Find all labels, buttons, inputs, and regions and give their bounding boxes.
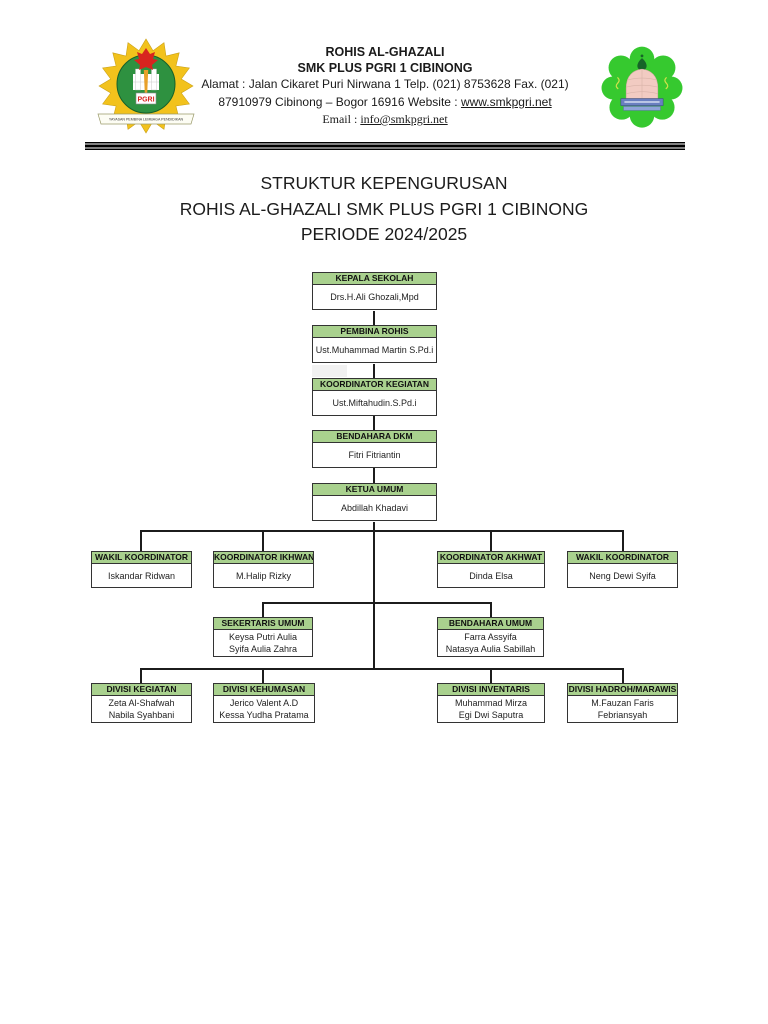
org-box-member: Nabila Syahbani bbox=[108, 710, 175, 720]
pgri-ribbon-text: YAYASAN PEMBINA LEMBAGA PENDIDIKAN bbox=[109, 117, 184, 121]
org-box-member: Jerico Valent A.D bbox=[229, 697, 299, 708]
org-box-title: DIVISI KEGIATAN bbox=[92, 684, 191, 696]
org-box-bendahara-umum: BENDAHARA UMUM Farra Assyifa Natasya Aul… bbox=[437, 617, 544, 657]
org-box-title: PEMBINA ROHIS bbox=[313, 326, 436, 338]
org-box-member: Zeta Al-Shafwah bbox=[108, 697, 175, 708]
org-box-member: Muhammad Mirza bbox=[454, 697, 528, 708]
org-box-divisi-hadroh-marawis: DIVISI HADROH/MARAWIS M.Fauzan Faris Feb… bbox=[567, 683, 678, 723]
connector-line bbox=[490, 603, 492, 618]
connector-line bbox=[140, 669, 142, 684]
org-box-member: Neng Dewi Syifa bbox=[589, 570, 656, 581]
page-title: STRUKTUR KEPENGURUSAN ROHIS AL-GHAZALI S… bbox=[0, 171, 768, 248]
connector-line bbox=[490, 669, 492, 684]
org-box-member: Ust.Muhammad Martin S.Pd.i bbox=[315, 345, 434, 355]
letterhead: ROHIS AL-GHAZALI SMK PLUS PGRI 1 CIBINON… bbox=[184, 44, 586, 128]
org-box-divisi-kehumasan: DIVISI KEHUMASAN Jerico Valent A.D Kessa… bbox=[213, 683, 315, 723]
org-box-member: Kessa Yudha Pratama bbox=[219, 710, 309, 720]
connector-line bbox=[373, 364, 375, 379]
pgri-monogram: PGRI bbox=[137, 97, 154, 104]
title-line-1: STRUKTUR KEPENGURUSAN bbox=[260, 173, 508, 193]
org-box-wakil-koordinator-kiri: WAKIL KOORDINATOR Iskandar Ridwan bbox=[91, 551, 192, 588]
connector-line bbox=[622, 669, 624, 684]
connector-line bbox=[373, 311, 375, 326]
org-box-member: Fitri Fitriantin bbox=[348, 450, 401, 460]
org-box-title: DIVISI KEHUMASAN bbox=[214, 684, 314, 696]
org-box-pembina-rohis: PEMBINA ROHIS Ust.Muhammad Martin S.Pd.i bbox=[312, 325, 437, 363]
connector-line bbox=[622, 531, 624, 552]
org-box-koordinator-ikhwan: KOORDINATOR IKHWAN M.Halip Rizky bbox=[213, 551, 314, 588]
connector-line bbox=[373, 468, 375, 484]
org-box-title: KEPALA SEKOLAH bbox=[313, 273, 436, 285]
org-box-title: KOORDINATOR KEGIATAN bbox=[313, 379, 436, 391]
org-box-title: BENDAHARA DKM bbox=[313, 431, 436, 443]
letterhead-address-line2-text: 87910979 Cibinong – Bogor 16916 Website … bbox=[218, 94, 458, 109]
org-box-member: Keysa Putri Aulia bbox=[228, 631, 298, 642]
org-box-bendahara-dkm: BENDAHARA DKM Fitri Fitriantin bbox=[312, 430, 437, 468]
connector-line bbox=[490, 531, 492, 552]
org-box-member: Natasya Aulia Sabillah bbox=[445, 644, 536, 654]
org-box-member: Dinda Elsa bbox=[469, 570, 513, 581]
org-box-title: KETUA UMUM bbox=[313, 484, 436, 496]
org-box-member: Iskandar Ridwan bbox=[107, 570, 176, 581]
org-box-title: KOORDINATOR IKHWAN bbox=[214, 552, 313, 564]
org-box-koordinator-akhwat: KOORDINATOR AKHWAT Dinda Elsa bbox=[437, 551, 545, 588]
website-link[interactable]: www.smkpgri.net bbox=[460, 94, 552, 109]
org-box-divisi-kegiatan: DIVISI KEGIATAN Zeta Al-Shafwah Nabila S… bbox=[91, 683, 192, 723]
connector-line bbox=[373, 522, 375, 669]
org-box-member: M.Fauzan Faris bbox=[591, 697, 654, 708]
org-box-divisi-inventaris: DIVISI INVENTARIS Muhammad Mirza Egi Dwi… bbox=[437, 683, 545, 723]
connector-line bbox=[140, 531, 142, 552]
org-box-member: Egi Dwi Saputra bbox=[458, 710, 524, 720]
org-box-member: Abdillah Khadavi bbox=[340, 503, 409, 513]
org-box-member: Farra Assyifa bbox=[464, 631, 517, 642]
scan-artifact bbox=[312, 365, 347, 377]
org-box-member: Drs.H.Ali Ghozali,Mpd bbox=[330, 292, 419, 302]
org-box-title: DIVISI INVENTARIS bbox=[438, 684, 544, 696]
connector-line bbox=[373, 416, 375, 431]
connector-line bbox=[140, 530, 624, 532]
letterhead-email-line: Email : info@smkpgri.net bbox=[184, 111, 586, 128]
org-box-kepala-sekolah: KEPALA SEKOLAH Drs.H.Ali Ghozali,Mpd bbox=[312, 272, 437, 310]
org-box-title: SEKERTARIS UMUM bbox=[214, 618, 312, 630]
org-box-title: WAKIL KOORDINATOR bbox=[92, 552, 191, 564]
connector-line bbox=[262, 531, 264, 552]
org-box-member: M.Halip Rizky bbox=[235, 570, 291, 581]
org-box-title: KOORDINATOR AKHWAT bbox=[438, 552, 544, 564]
org-box-member: Febriansyah bbox=[597, 710, 648, 720]
letterhead-address-line1: Alamat : Jalan Cikaret Puri Nirwana 1 Te… bbox=[201, 77, 569, 91]
org-box-title: WAKIL KOORDINATOR bbox=[568, 552, 677, 564]
connector-line bbox=[262, 669, 264, 684]
org-box-member: Syifa Aulia Zahra bbox=[228, 644, 298, 654]
org-box-title: DIVISI HADROH/MARAWIS bbox=[568, 684, 677, 696]
email-link[interactable]: info@smkpgri.net bbox=[360, 112, 448, 126]
org-box-ketua-umum: KETUA UMUM Abdillah Khadavi bbox=[312, 483, 437, 521]
rohis-al-ghazali-logo-icon bbox=[601, 46, 683, 128]
title-line-2: ROHIS AL-GHAZALI SMK PLUS PGRI 1 CIBINON… bbox=[179, 198, 589, 219]
org-box-member: Ust.Miftahudin.S.Pd.i bbox=[332, 398, 417, 408]
title-line-3: PERIODE 2024/2025 bbox=[300, 224, 468, 244]
connector-line bbox=[140, 668, 624, 670]
connector-line bbox=[262, 603, 264, 618]
connector-line bbox=[262, 602, 492, 604]
email-label: Email : bbox=[322, 112, 358, 126]
pgri-yayasan-logo-icon: PGRI YAYASAN PEMBINA LEMBAGA PENDIDIKAN bbox=[97, 38, 195, 134]
letterhead-school-name: SMK PLUS PGRI 1 CIBINONG bbox=[297, 61, 473, 75]
org-box-koordinator-kegiatan: KOORDINATOR KEGIATAN Ust.Miftahudin.S.Pd… bbox=[312, 378, 437, 416]
org-box-sekertaris-umum: SEKERTARIS UMUM Keysa Putri Aulia Syifa … bbox=[213, 617, 313, 657]
org-box-title: BENDAHARA UMUM bbox=[438, 618, 543, 630]
letterhead-org-name: ROHIS AL-GHAZALI bbox=[325, 45, 445, 59]
letterhead-separator-rule bbox=[85, 142, 685, 150]
letterhead-address-line2: 87910979 Cibinong – Bogor 16916 Website … bbox=[184, 94, 586, 112]
org-box-wakil-koordinator-kanan: WAKIL KOORDINATOR Neng Dewi Syifa bbox=[567, 551, 678, 588]
